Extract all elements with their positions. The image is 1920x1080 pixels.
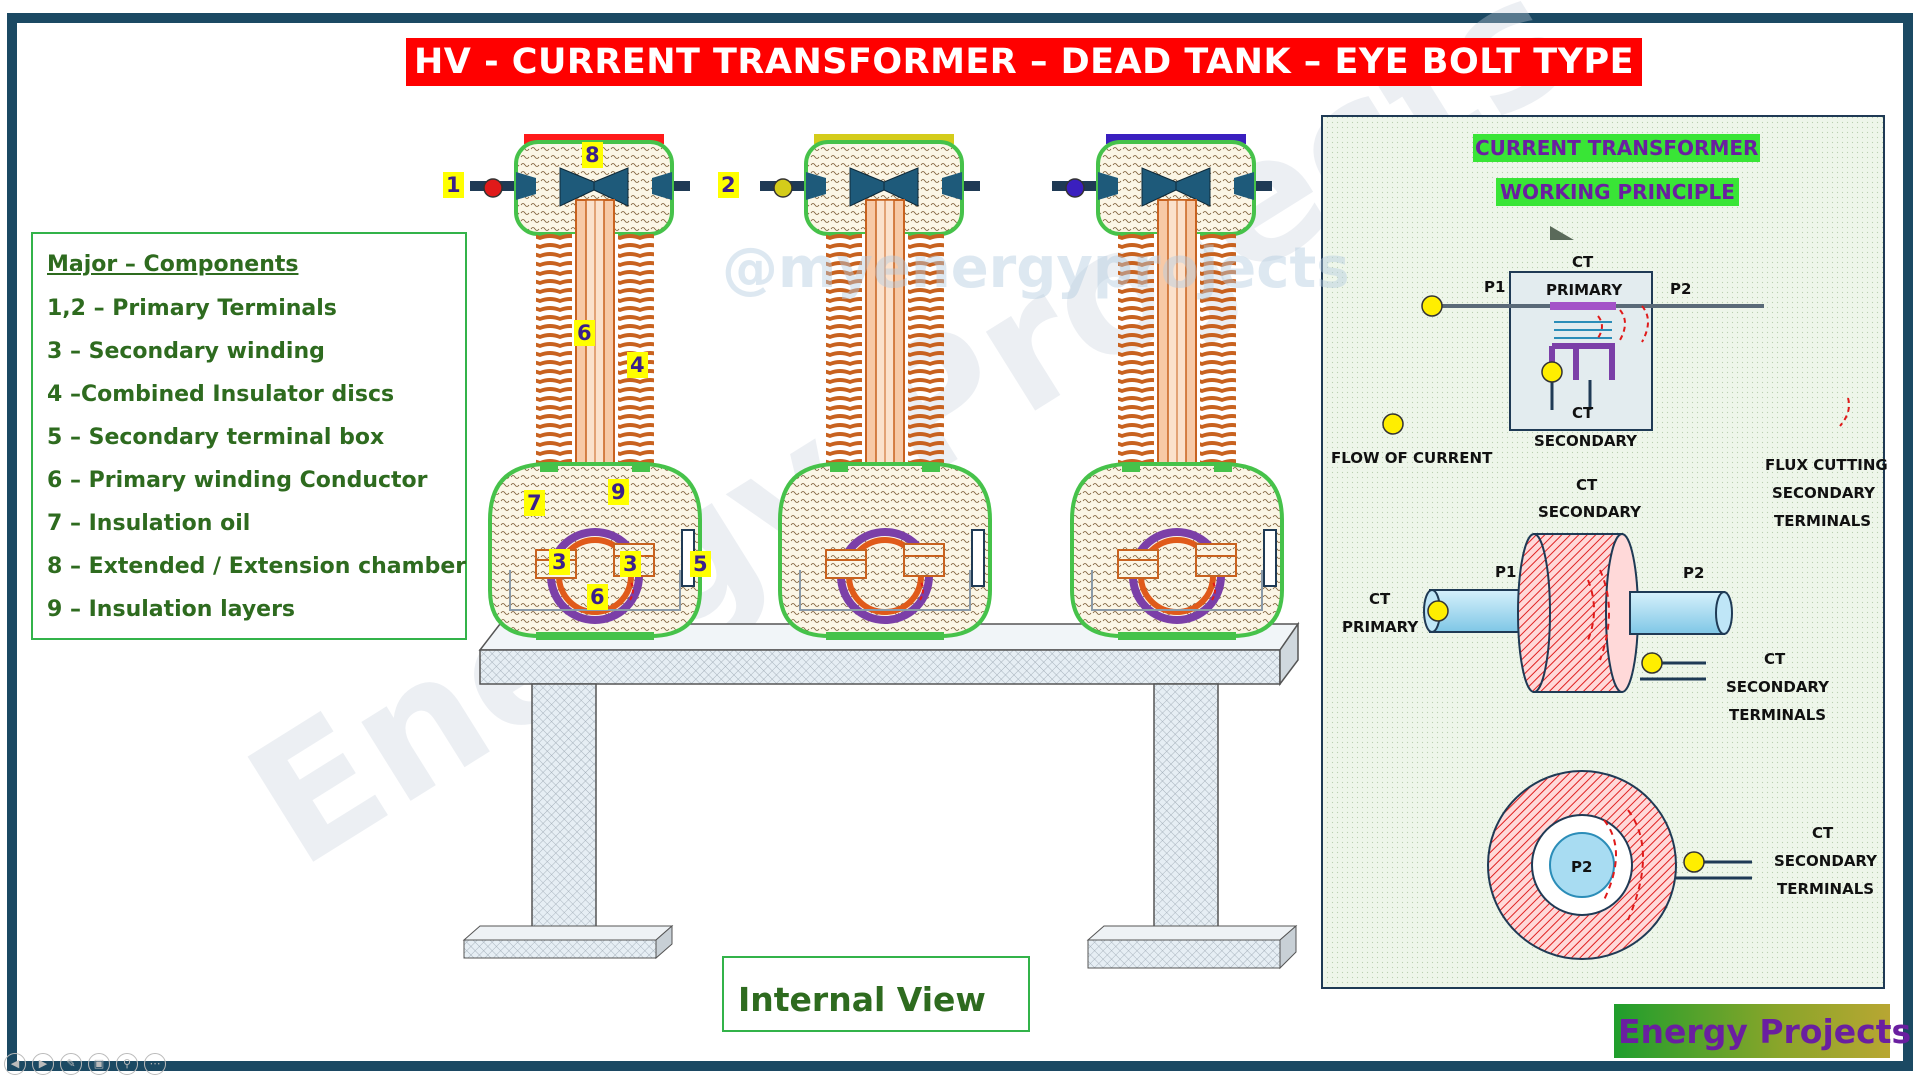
component-item: 3 – Secondary winding — [47, 339, 325, 364]
term1-term: TERMINALS — [1729, 706, 1827, 724]
tag-3a: 3 — [549, 549, 570, 575]
secondary-word: SECONDARY — [1538, 503, 1642, 521]
zoom-icon[interactable]: ⚲ — [116, 1053, 138, 1075]
flux-label-3: TERMINALS — [1774, 512, 1872, 530]
term2-term: TERMINALS — [1777, 880, 1875, 898]
flux-label-2: SECONDARY — [1772, 484, 1876, 502]
component-item: 1,2 – Primary Terminals — [47, 296, 337, 321]
tag-4: 4 — [627, 352, 648, 378]
tag-1: 1 — [443, 172, 464, 198]
phase-color-bar — [814, 134, 954, 144]
pen-icon[interactable]: ✎ — [60, 1053, 82, 1075]
ct-primary-word: PRIMARY — [1342, 618, 1419, 636]
support-table — [462, 621, 1300, 970]
phase-color-bar — [524, 134, 664, 144]
flux-label-1: FLUX CUTTING — [1765, 456, 1888, 474]
components-heading: Major – Components — [47, 252, 299, 277]
brand-logo: Energy Projects — [1614, 1004, 1911, 1058]
component-item: 9 – Insulation layers — [47, 597, 296, 622]
term1-sec: SECONDARY — [1726, 678, 1830, 696]
flow-of-current-label: FLOW OF CURRENT — [1331, 449, 1493, 467]
cyl-p2: P2 — [1683, 564, 1705, 582]
ct-unit-phase-3 — [1052, 134, 1284, 640]
ct-unit-body — [1052, 134, 1284, 640]
tag-9: 9 — [608, 479, 629, 505]
p2-label: P2 — [1670, 280, 1692, 298]
principle-panel — [1321, 115, 1885, 989]
ct-unit-phase-2 — [760, 134, 992, 640]
tag-3b: 3 — [620, 551, 641, 577]
component-item: 8 – Extended / Extension chamber — [47, 554, 467, 579]
tag-6a: 6 — [574, 320, 595, 346]
slide-border — [7, 13, 1913, 1071]
component-item: 6 – Primary winding Conductor — [47, 468, 428, 493]
component-item: 5 – Secondary terminal box — [47, 425, 385, 450]
term2-ct: CT — [1812, 824, 1834, 842]
slides-icon[interactable]: ▣ — [88, 1053, 110, 1075]
watermark-handle: @myenergyprojects — [722, 236, 1350, 301]
secondary-ct: CT — [1576, 476, 1598, 494]
ct-secondary-word: SECONDARY — [1534, 432, 1638, 450]
tag-2: 2 — [718, 172, 739, 198]
tag-6b: 6 — [587, 584, 608, 610]
presentation-toolbar: ◀ ▶ ✎ ▣ ⚲ ⋯ — [4, 1052, 172, 1076]
brand-text: Energy Projects — [1618, 1012, 1912, 1051]
phase-color-bar — [1106, 134, 1246, 144]
prev-slide-icon[interactable]: ◀ — [4, 1053, 26, 1075]
ct-unit-body — [760, 134, 992, 640]
components-legend: Major – Components 1,2 – Primary Termina… — [31, 232, 467, 640]
tag-7: 7 — [524, 490, 545, 516]
ct-primary-ct: CT — [1369, 590, 1391, 608]
flow-of-current-dot — [1382, 413, 1404, 435]
cyl-p1: P1 — [1495, 563, 1517, 581]
internal-view-box: Internal View — [722, 956, 1030, 1032]
ct-unit-phase-1 — [470, 134, 702, 640]
more-icon[interactable]: ⋯ — [144, 1053, 166, 1075]
principle-title-1: CURRENT TRANSFORMER — [1473, 134, 1761, 162]
ct-secondary-ct: CT — [1572, 404, 1594, 422]
next-slide-icon[interactable]: ▶ — [32, 1053, 54, 1075]
p1-terminal-dot — [1421, 295, 1443, 317]
term2-sec: SECONDARY — [1774, 852, 1878, 870]
p1-label: P1 — [1484, 278, 1506, 296]
principle-title-2: WORKING PRINCIPLE — [1496, 178, 1739, 206]
slide-title: HV - CURRENT TRANSFORMER – DEAD TANK – E… — [406, 38, 1643, 86]
ring-p2: P2 — [1571, 858, 1593, 876]
tag-5: 5 — [690, 551, 711, 577]
component-item: 7 – Insulation oil — [47, 511, 251, 536]
tag-8: 8 — [582, 142, 603, 168]
term1-ct: CT — [1764, 650, 1786, 668]
primary-label: PRIMARY — [1546, 281, 1623, 299]
ct-label: CT — [1572, 253, 1594, 271]
internal-view-label: Internal View — [738, 980, 986, 1019]
component-item: 4 –Combined Insulator discs — [47, 382, 395, 407]
